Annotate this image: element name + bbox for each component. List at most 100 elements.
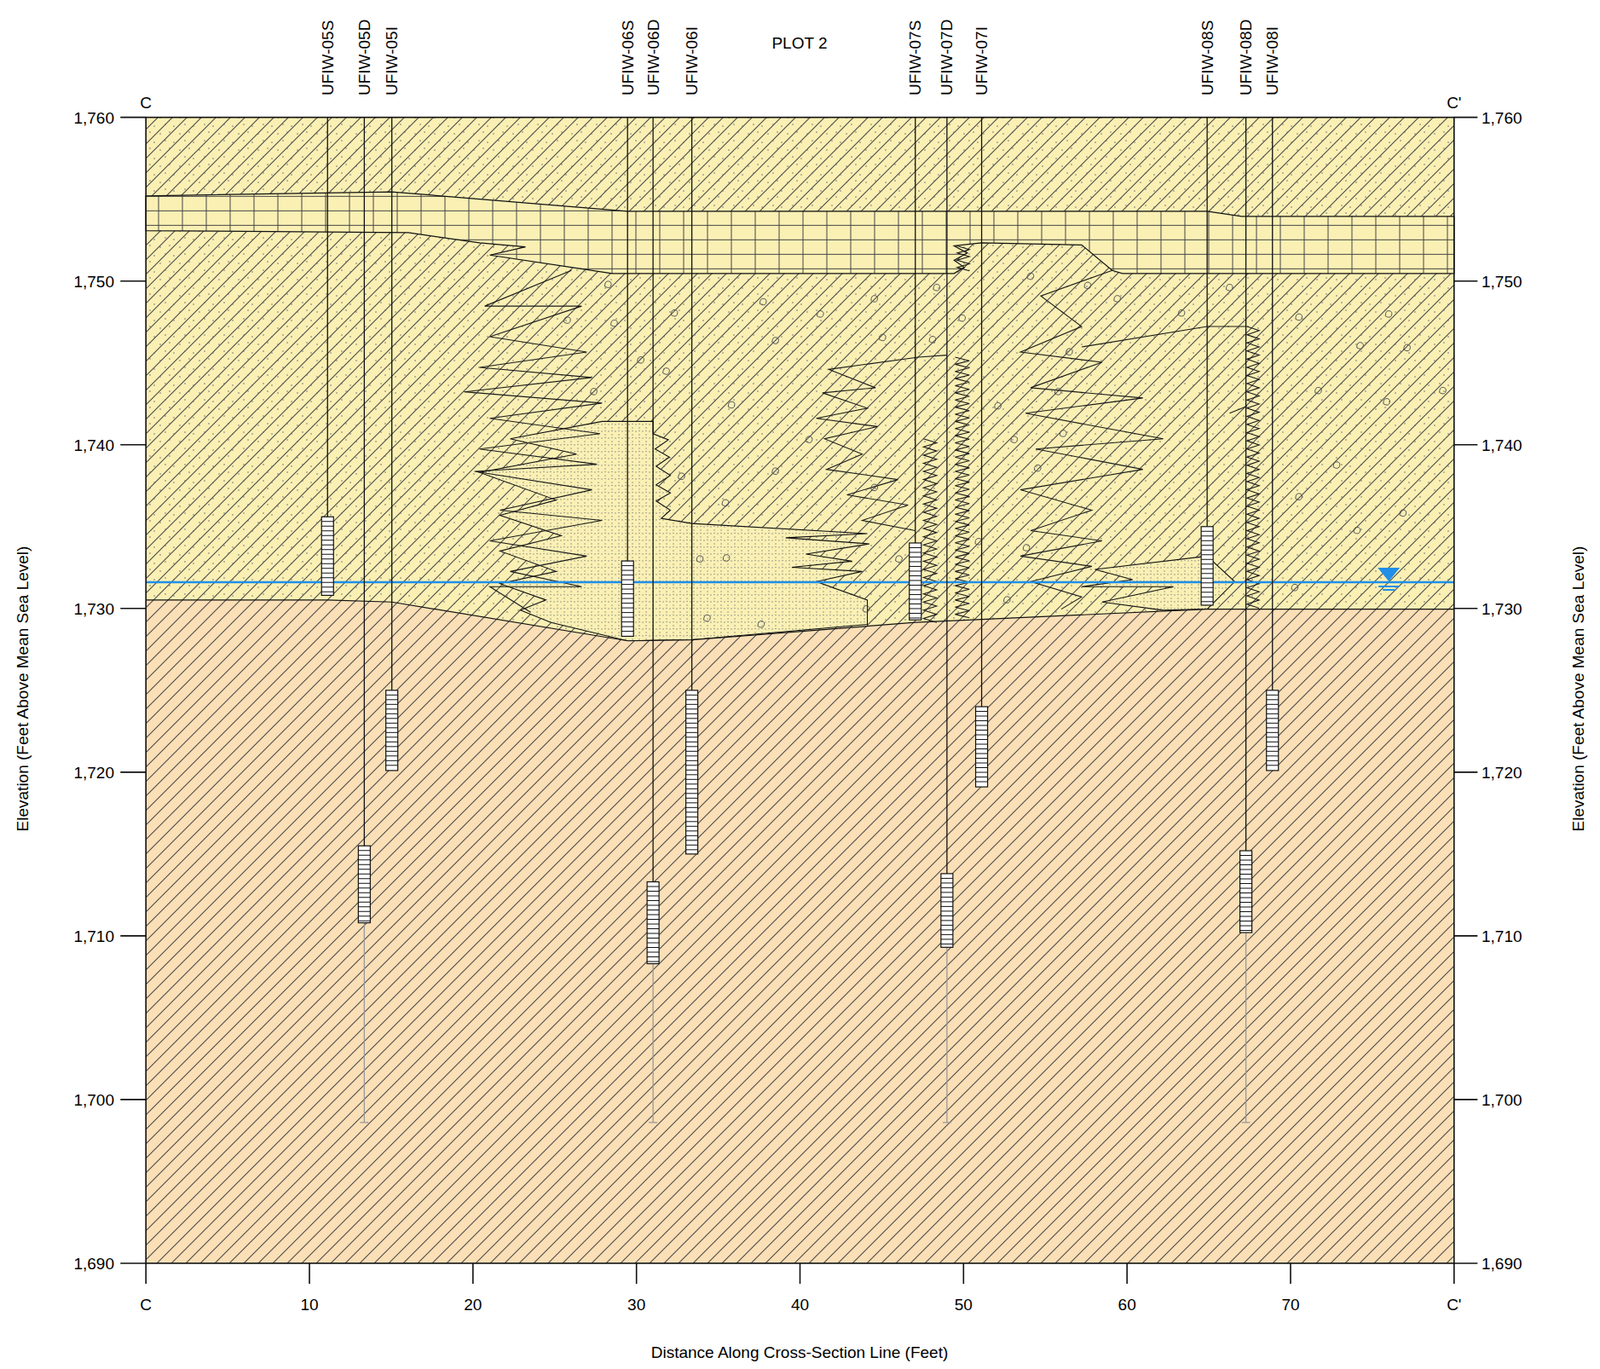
axis-title: Elevation (Feet Above Mean Sea Level) [1570,546,1587,832]
well-casing [981,117,982,787]
well-screen [1201,526,1213,606]
screen-slots [621,566,634,632]
tick-label: 1,740 [73,436,115,453]
gravel-symbol [878,334,886,341]
gravel-symbol [722,499,729,507]
gravel-symbol [1084,282,1092,289]
gravel-symbol [757,620,765,628]
gravel-symbol [637,356,645,364]
well-label: UFIW-05I [383,26,400,96]
well-casing [1245,117,1247,933]
tick-label: 1,720 [1481,763,1523,780]
well-screen [1240,850,1253,933]
gravel-symbol [1022,544,1030,552]
gravel-symbol [727,401,735,409]
tick-label: 40 [791,1296,809,1313]
gravel-symbol [772,337,780,345]
axis-title: Distance Along Cross-Section Line (Feet) [651,1344,949,1361]
gravel-symbol [772,467,780,475]
gravel-symbol [1059,430,1067,438]
contact-line [145,600,1455,642]
gravel-symbol [1033,464,1041,472]
screen-slots [686,694,699,850]
interfinger-line [954,357,970,619]
tick-label: 1,710 [73,927,115,944]
screen-slots [976,711,988,783]
tick-label: 1,690 [73,1254,115,1271]
screen-slots [321,521,334,593]
gravel-symbol [1403,344,1411,352]
gravel-symbol [1315,387,1323,394]
borehole-cap [359,1121,369,1123]
sand-lens [479,421,870,641]
interfinger-line [1020,270,1164,609]
interfinger-line [1229,405,1247,413]
gravel-symbol [816,311,824,318]
clay-hatch [145,117,1455,642]
gravel-symbol [759,298,767,306]
well-borehole [652,964,653,1123]
tick-label: 1,760 [1481,109,1523,126]
well-casing [391,117,393,771]
screen-slots [1201,531,1213,602]
gravel-symbol [1383,398,1391,406]
water-table-symbol [1377,567,1400,582]
water-table [145,581,1455,584]
screen-slots [386,694,399,766]
axis-ticks [120,117,1478,1284]
well-screen [386,690,399,771]
gravel-symbol [1225,283,1233,291]
interfingering-lines [464,245,1260,623]
well-label: UFIW-08I [1264,26,1281,96]
tick-label: C' [1446,1296,1462,1313]
gravel-symbol [805,436,813,444]
gravel-symbol [604,281,612,289]
gravel-symbol [670,309,678,317]
well-label: UFIW-06D [645,19,662,96]
gravel-symbol [1333,462,1341,469]
well-label: UFIW-07I [973,26,990,96]
well-screen [621,560,634,636]
gravel-symbol [1291,583,1299,591]
gravel-symbol [678,473,686,480]
interfinger-line [1247,326,1260,608]
well-borehole [946,947,948,1122]
gravel-symbol [1010,436,1018,444]
gravel-symbol [929,335,936,343]
plot-title: PLOT 2 [771,34,827,52]
gravel-symbol [975,538,982,546]
borehole-cap [648,1121,658,1123]
well-label: UFIW-06S [619,20,636,96]
well-screen [321,516,334,595]
gravel-symbol [871,484,878,491]
screen-slots [909,547,922,619]
gravel-symbol [994,402,1002,410]
well-screen [1266,690,1279,771]
tick-label: 50 [954,1296,973,1313]
limestone-band [145,191,1455,274]
tick-label: 1,730 [73,600,115,617]
geology [145,117,1455,1264]
gravel-symbol [871,295,878,303]
tick-label: 1,700 [73,1091,115,1108]
gravel-symbol [611,319,619,327]
well-label: UFIW-07S [906,20,924,96]
gravel-symbol [1295,493,1303,501]
well-label: UFIW-05S [319,20,336,96]
wells [321,117,1278,1123]
gravel-symbol [1399,509,1407,517]
gravel-symbol [1004,596,1011,604]
gravel-symbol [1439,387,1447,394]
tick-label: 30 [627,1296,646,1313]
gravel-symbol [1385,311,1393,318]
screen-slots [646,886,659,962]
water-table-ticks [1378,586,1399,590]
well-label: UFIW-08D [1237,19,1254,96]
well-borehole [1245,932,1247,1123]
gravel-symbol [1066,348,1074,356]
axis-title: Elevation (Feet Above Mean Sea Level) [14,546,31,832]
plot-frame [145,117,1455,1264]
gravel-symbol [1295,313,1303,321]
